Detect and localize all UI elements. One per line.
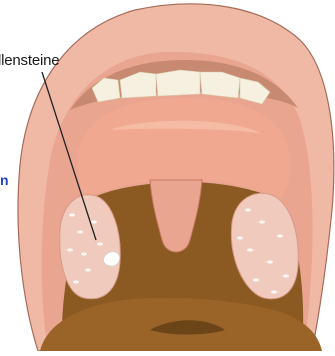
tonsil-crypt [85,268,91,271]
tonsil-crypt [277,234,283,237]
tonsil-crypt [73,280,79,283]
tonsil-crypt [267,260,273,263]
tonsil-crypt [91,220,97,223]
tonsil-crypt [283,274,289,277]
tonsil-crypt [97,242,103,245]
left-tonsil [60,195,121,299]
tooth [156,70,200,96]
tonsil-crypt [247,248,253,251]
tonsil-crypt [81,252,87,255]
tonsil-crypt [245,208,251,211]
callout-label: llensteine [0,52,59,69]
tonsil-crypt [259,220,265,223]
tonsil-crypt [237,236,243,239]
tonsil-crypt [69,213,75,216]
tonsil-crypt [77,230,83,233]
tooth [200,72,240,98]
tonsil-crypt [253,278,259,281]
side-label-fragment: n [0,172,9,188]
tonsil-crypt [271,290,277,293]
tonsil-crypt [67,248,73,251]
